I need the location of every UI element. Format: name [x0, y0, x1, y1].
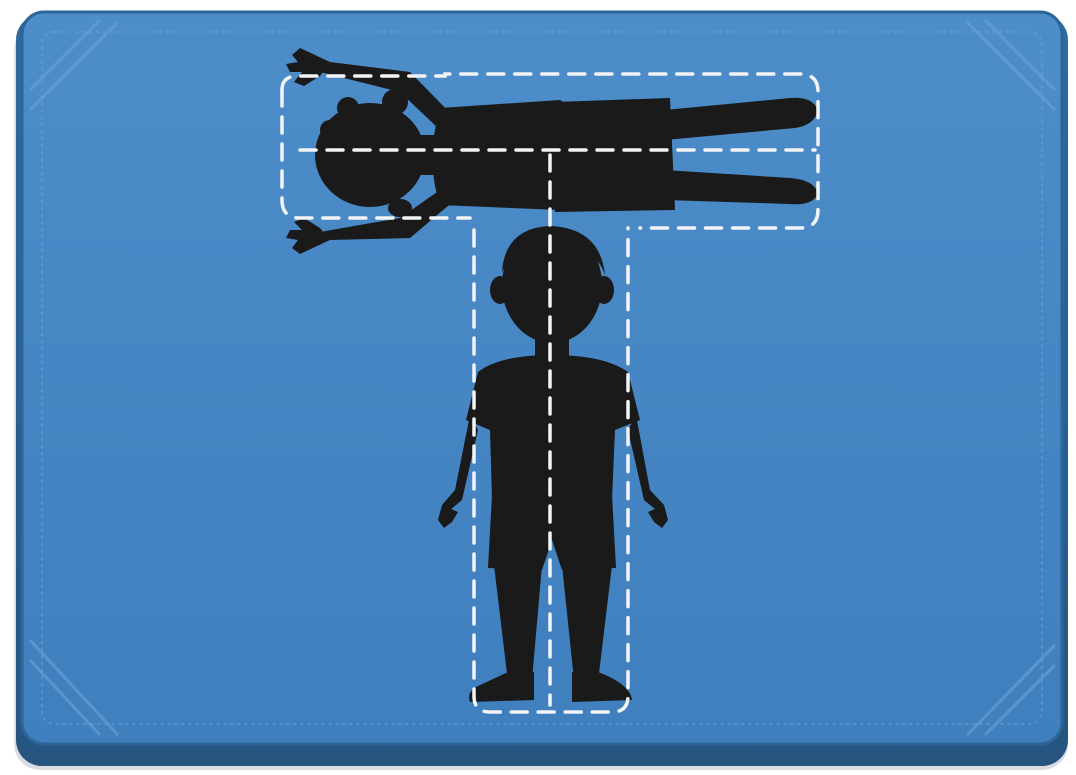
gym-mat-illustration — [0, 0, 1076, 775]
